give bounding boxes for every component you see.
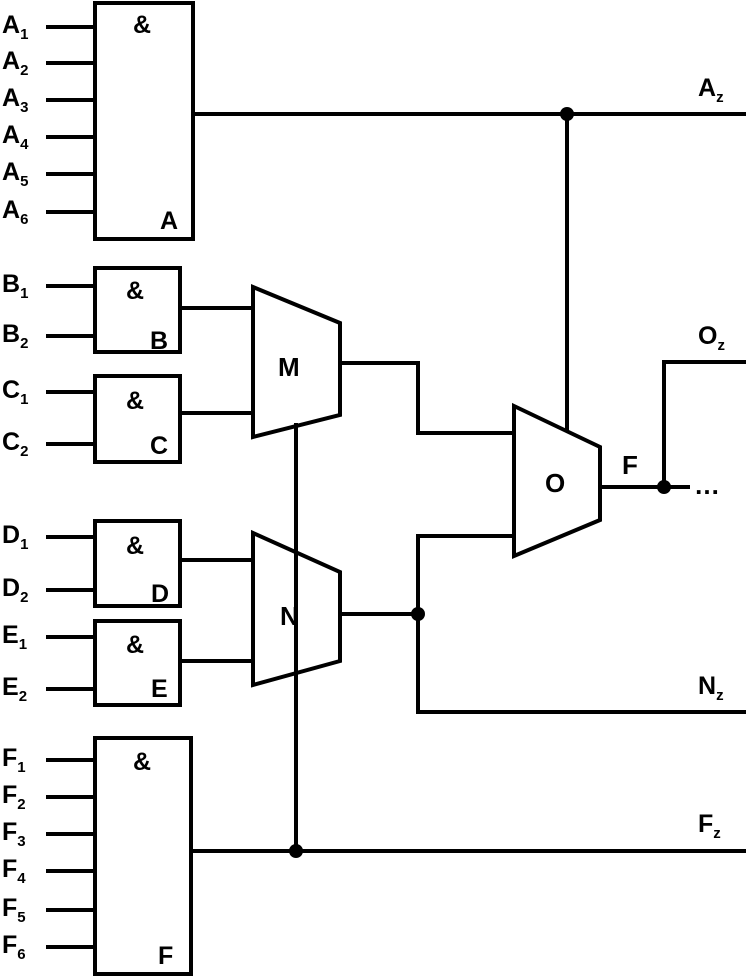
label-a3: A3: [2, 84, 28, 116]
label-d1: D1: [2, 521, 28, 553]
gate-a-symbol: &: [133, 11, 151, 39]
label-f3: F3: [2, 818, 26, 850]
gate-d-box: [93, 519, 182, 608]
label-f4: F4: [2, 855, 26, 887]
junction-az: [560, 107, 574, 121]
gate-e-symbol: &: [126, 631, 144, 659]
label-b1: B1: [2, 270, 28, 302]
label-a2: A2: [2, 47, 28, 79]
wire-m-to-o: [338, 361, 516, 435]
label-a5: A5: [2, 158, 28, 190]
gate-b-name: B: [150, 327, 168, 355]
mux-o-shape: [512, 402, 602, 560]
label-e1: E1: [2, 621, 27, 653]
label-a6: A6: [2, 196, 28, 228]
label-b2: B2: [2, 320, 28, 352]
mux-n-shape: [251, 529, 342, 688]
label-a1: A1: [2, 11, 28, 43]
label-f5: F5: [2, 894, 26, 926]
gate-d-symbol: &: [126, 532, 144, 560]
label-f2: F2: [2, 781, 26, 813]
gate-a-box: [93, 1, 195, 241]
gate-f-name: F: [158, 942, 173, 970]
label-f6: F6: [2, 931, 26, 963]
mux-n-label: N: [280, 601, 299, 631]
output-az-label: Az: [698, 74, 724, 106]
gate-c-box: [93, 374, 182, 464]
label-c2: C2: [2, 428, 28, 460]
junction-fz: [289, 844, 303, 858]
gate-f-box: [93, 736, 193, 976]
gate-f-symbol: &: [133, 748, 151, 776]
wire-n-to-nz: [416, 612, 746, 714]
label-f1: F1: [2, 744, 26, 776]
mux-m-shape: [251, 284, 342, 440]
signal-f-label: F: [622, 450, 638, 480]
output-oz-label: Oz: [698, 322, 725, 354]
mux-m-label: M: [278, 352, 300, 382]
output-nz-label: Nz: [698, 672, 724, 704]
label-d2: D2: [2, 574, 28, 606]
gate-c-name: C: [150, 432, 168, 460]
label-e2: E2: [2, 673, 27, 705]
gate-b-symbol: &: [126, 277, 144, 305]
mux-o-label: O: [545, 468, 565, 498]
gate-d-name: D: [151, 580, 169, 608]
output-fz-label: Fz: [698, 810, 721, 842]
junction-n: [411, 607, 425, 621]
wire-o-to-oz: [662, 360, 746, 489]
gate-e-name: E: [151, 675, 168, 703]
label-a4: A4: [2, 121, 29, 153]
gate-c-symbol: &: [126, 387, 144, 415]
junction-f-out: [657, 480, 671, 494]
gate-a-name: A: [160, 207, 178, 235]
continuation-dots: …: [694, 470, 720, 500]
wire-n-to-o: [416, 534, 516, 616]
label-c1: C1: [2, 376, 28, 408]
